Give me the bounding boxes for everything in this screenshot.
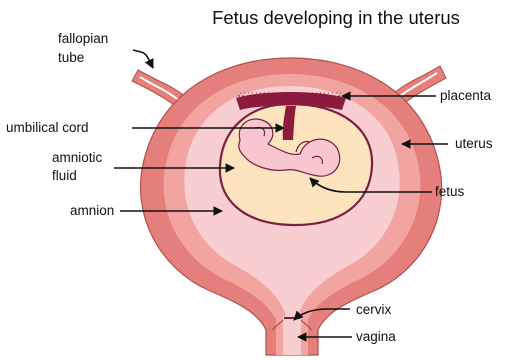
label-fetus: fetus xyxy=(435,184,465,199)
label-fallopian-line1: fallopian xyxy=(58,31,108,46)
label-umbilical-cord: umbilical cord xyxy=(6,120,89,135)
label-fallopian-line2: tube xyxy=(58,50,84,65)
vagina-canal xyxy=(283,316,301,355)
label-vagina: vagina xyxy=(356,329,396,344)
label-uterus: uterus xyxy=(455,136,493,151)
fallopian-pointer xyxy=(133,50,153,68)
label-amnion: amnion xyxy=(70,203,114,218)
label-cervix: cervix xyxy=(356,302,392,317)
diagram-title: Fetus developing in the uterus xyxy=(212,7,460,28)
label-amniotic-line1: amniotic xyxy=(52,150,103,165)
label-placenta: placenta xyxy=(440,88,492,103)
label-amniotic-line2: fluid xyxy=(52,168,77,183)
